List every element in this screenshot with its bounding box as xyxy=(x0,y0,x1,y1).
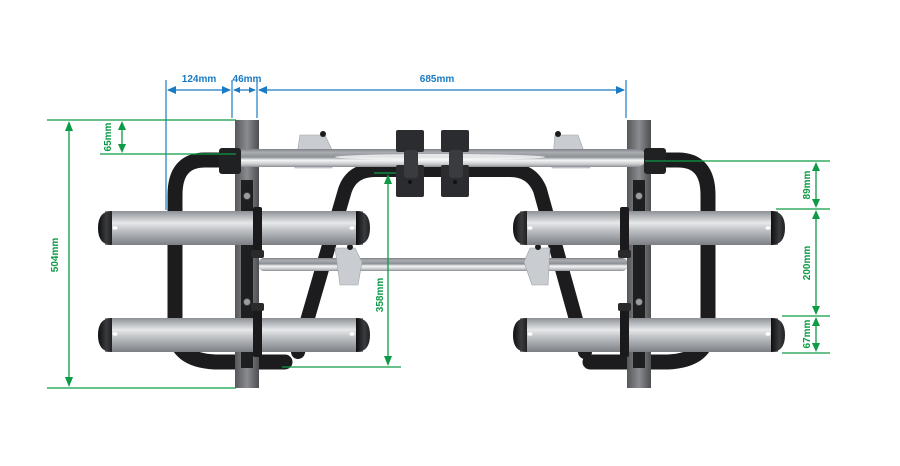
dim-label-124mm: 124mm xyxy=(182,74,217,85)
wheel-strap xyxy=(251,207,264,258)
horizontal-dimensions xyxy=(165,80,627,210)
bolt-icon xyxy=(635,192,643,200)
rail-highlight xyxy=(335,154,545,160)
arrowhead-icon xyxy=(167,86,176,94)
center-clamp-right xyxy=(441,130,469,197)
bolt-icon xyxy=(243,192,251,200)
arrowhead-icon xyxy=(384,174,392,184)
bolt-icon xyxy=(243,298,251,306)
bolt-icon xyxy=(555,131,561,137)
arrowhead-icon xyxy=(812,317,820,326)
bolt-icon xyxy=(347,244,353,250)
bolt-icon xyxy=(535,244,541,250)
arrowhead-icon xyxy=(222,86,231,94)
vertical-dimensions xyxy=(47,119,830,389)
wheel-tray-upper-right xyxy=(513,211,785,245)
lower-rail-bracket-left xyxy=(334,247,363,286)
arrowhead-icon xyxy=(812,343,820,352)
arrowhead-icon xyxy=(258,86,267,94)
wheel-tray-lower-right xyxy=(513,318,785,352)
wheel-tray-lower-left xyxy=(98,318,370,352)
right-frame-tube xyxy=(582,152,716,370)
left-coupler xyxy=(219,148,241,174)
dim-label-200mm: 200mm xyxy=(802,246,813,281)
dim-label-89mm: 89mm xyxy=(802,170,813,199)
arrowhead-icon xyxy=(118,144,126,153)
bolt-icon xyxy=(320,131,326,137)
lower-rail-bracket-right xyxy=(523,247,551,286)
center-clamp-left xyxy=(396,130,424,197)
arrowhead-icon xyxy=(249,87,256,93)
dim-label-46mm: 46mm xyxy=(233,74,262,85)
arrowhead-icon xyxy=(118,121,126,130)
arrowhead-icon xyxy=(65,377,73,387)
left-frame-tube xyxy=(167,152,293,370)
right-post-foot xyxy=(627,368,651,388)
left-post-foot xyxy=(235,368,259,388)
rack-illustration xyxy=(98,120,785,388)
arrowhead-icon xyxy=(812,162,820,171)
wheel-strap xyxy=(251,303,264,357)
wheel-strap xyxy=(618,303,631,357)
dim-label-65mm: 65mm xyxy=(103,122,114,151)
arrowhead-icon xyxy=(616,86,625,94)
dim-label-685mm: 685mm xyxy=(420,74,455,85)
arrowhead-icon xyxy=(384,356,392,366)
dim-label-358mm: 358mm xyxy=(375,278,386,313)
lower-cross-rail xyxy=(258,258,628,271)
dim-label-67mm: 67mm xyxy=(802,319,813,348)
arrowhead-icon xyxy=(812,306,820,315)
wheel-strap xyxy=(618,207,631,258)
arrowhead-icon xyxy=(65,121,73,131)
arrowhead-icon xyxy=(812,210,820,219)
arrowhead-icon xyxy=(233,87,240,93)
arrowhead-icon xyxy=(812,199,820,208)
bolt-icon xyxy=(635,298,643,306)
wheel-tray-upper-left xyxy=(98,211,370,245)
dim-label-504mm: 504mm xyxy=(50,238,61,273)
